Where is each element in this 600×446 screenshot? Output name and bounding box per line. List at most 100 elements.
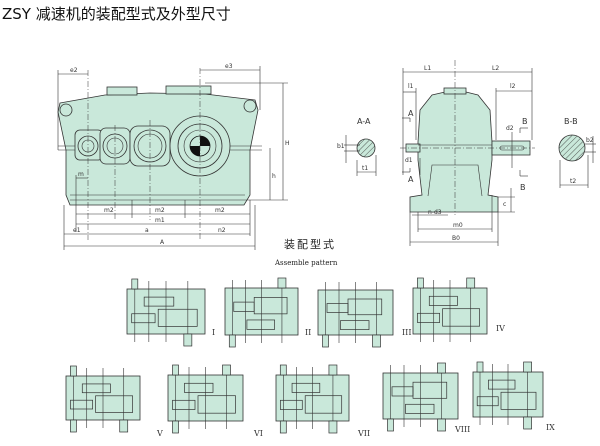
- shaft-section: [356, 138, 376, 158]
- section-b-b-label: B-B: [564, 117, 578, 126]
- dim-m2: m2: [155, 207, 165, 214]
- assemble-pattern-2: II: [224, 277, 311, 348]
- assemble-pattern-7: VII: [275, 364, 370, 438]
- gear: [442, 308, 480, 327]
- inspection-cover: [106, 86, 138, 96]
- pattern-label: IV: [496, 324, 505, 333]
- shaft: [328, 364, 338, 376]
- dim-B0: B0: [452, 235, 460, 242]
- shaft: [279, 364, 287, 376]
- gear: [95, 395, 133, 413]
- pattern-label: IX: [546, 423, 555, 432]
- gear: [172, 399, 196, 410]
- shaft: [228, 334, 236, 348]
- dim-e2: e2: [70, 67, 78, 74]
- section-a-a: A-A b1 t1: [337, 117, 377, 176]
- dim-t1: t1: [362, 165, 368, 172]
- dim-e3: e3: [225, 63, 233, 70]
- dim-d2: d2: [506, 125, 514, 132]
- dim-L2: L2: [492, 65, 499, 72]
- gear: [246, 319, 275, 330]
- dim-n2: n2: [218, 227, 226, 234]
- gear: [476, 396, 499, 407]
- gear: [253, 297, 288, 315]
- dim-l1: l1: [408, 83, 414, 90]
- gear: [412, 381, 448, 399]
- shaft: [279, 420, 287, 434]
- shaft: [437, 418, 446, 432]
- dim-b2: b2: [586, 137, 594, 144]
- assemble-pattern-8: VIII: [382, 362, 470, 434]
- dim-n-d3: n-d3: [428, 209, 442, 216]
- lifting-lug: [59, 103, 73, 117]
- page-title: ZSY 减速机的装配型式及外型尺寸: [2, 5, 231, 23]
- front-view: e2 e3 H h m m2 m2 m2 m1 e1 a n2 A: [57, 63, 290, 250]
- section-a-a-label: A-A: [357, 117, 371, 126]
- gear: [157, 308, 198, 327]
- inspection-cover: [165, 85, 212, 95]
- shaft: [70, 419, 77, 433]
- section-mark-B: B: [522, 117, 528, 126]
- section-mark-A: A: [408, 109, 414, 118]
- gear: [304, 395, 343, 414]
- dim-d1: d1: [405, 157, 413, 164]
- shaft: [387, 418, 394, 432]
- shaft: [476, 361, 484, 373]
- shaft: [172, 364, 179, 376]
- gear: [428, 295, 458, 306]
- pattern-label: V: [156, 429, 163, 438]
- assemble-pattern-5: V: [65, 365, 163, 438]
- pattern-label: VI: [253, 429, 263, 438]
- gear: [347, 298, 383, 316]
- shaft: [437, 362, 446, 374]
- gear: [143, 296, 175, 307]
- pattern-label: II: [305, 328, 311, 337]
- shaft: [222, 364, 231, 376]
- dim-e1: e1: [73, 227, 81, 234]
- assemble-title-en: Assemble pattern: [274, 259, 338, 267]
- pattern-label: VII: [357, 429, 370, 438]
- dim-m: m: [78, 171, 84, 178]
- shaft-section: [558, 134, 586, 162]
- dim-h: h: [272, 173, 276, 180]
- assemble-pattern-1: I: [126, 278, 215, 347]
- gear: [340, 320, 370, 330]
- dim-m1: m1: [155, 217, 165, 224]
- pattern-label: III: [402, 328, 411, 337]
- gear: [70, 399, 93, 410]
- dim-b1: b1: [337, 143, 345, 150]
- pattern-label: I: [212, 328, 215, 337]
- shaft: [523, 361, 532, 373]
- dim-m2: m2: [215, 207, 225, 214]
- gear: [405, 403, 435, 414]
- shaft: [466, 277, 476, 289]
- shaft: [172, 420, 179, 434]
- dim-H: H: [285, 140, 290, 147]
- shaft: [70, 365, 77, 377]
- dim-a: a: [145, 227, 149, 234]
- shaft: [322, 334, 329, 348]
- section-b-b: B-B b2 t2: [558, 117, 596, 188]
- gear: [488, 379, 516, 390]
- dim-m0: m0: [453, 222, 463, 229]
- shaft: [277, 277, 287, 289]
- assemble-title-cn: 装配型式: [284, 237, 336, 251]
- lifting-lug: [243, 99, 257, 113]
- dim-m2: m2: [104, 207, 114, 214]
- dim-L1: L1: [424, 65, 431, 72]
- shaft: [131, 278, 139, 290]
- section-mark-A: A: [408, 175, 414, 184]
- assemble-pattern-3: III: [317, 282, 411, 348]
- gear: [500, 391, 537, 410]
- shaft: [119, 419, 129, 433]
- dim-c: c: [503, 201, 506, 208]
- dim-t2: t2: [570, 178, 576, 185]
- shaft: [417, 277, 424, 289]
- gear: [197, 395, 236, 414]
- gear: [291, 382, 321, 393]
- dim-l2: l2: [510, 83, 516, 90]
- gear: [81, 383, 111, 394]
- gear: [131, 313, 156, 324]
